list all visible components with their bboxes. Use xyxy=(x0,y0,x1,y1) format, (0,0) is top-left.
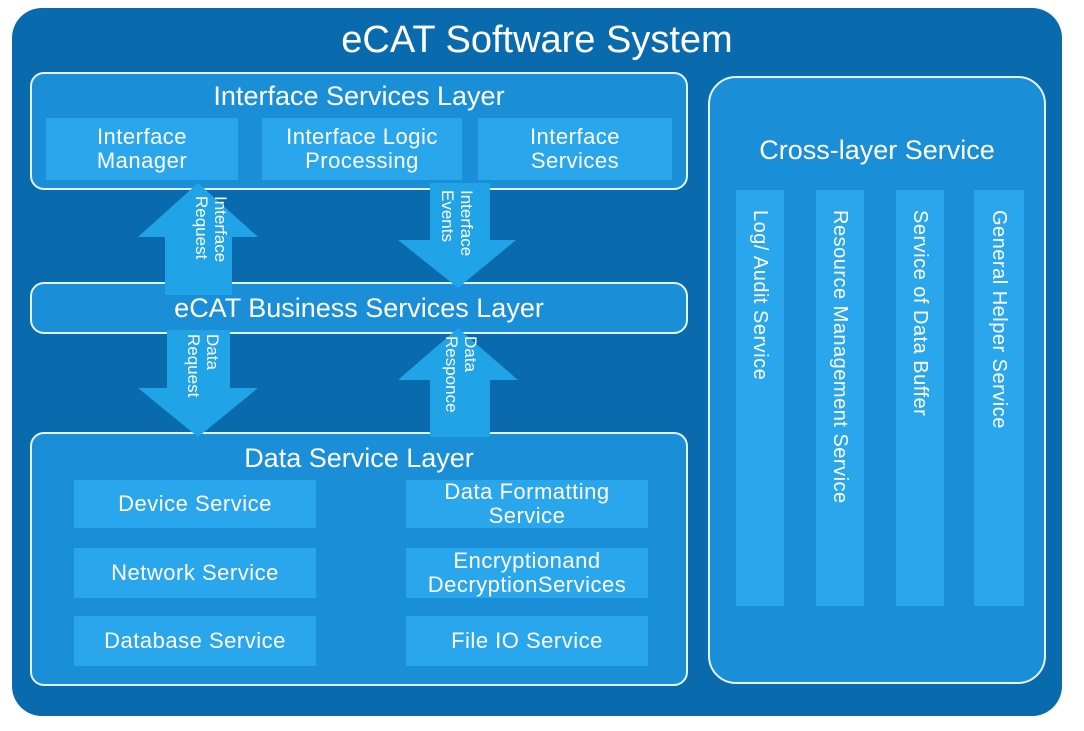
data-buffer-service-label: Service of Data Buffer xyxy=(909,210,931,417)
file-io-service-box: File IO Service xyxy=(406,616,648,666)
resource-management-service-label: Resource Management Service xyxy=(829,210,851,504)
data-responce-label: Data Responce xyxy=(442,336,480,413)
device-service-box: Device Service xyxy=(74,480,316,528)
data-layer-title: Data Service Layer xyxy=(244,443,474,473)
cross-layer-title: Cross-layer Service xyxy=(759,135,995,165)
database-service-box: Database Service xyxy=(74,616,316,666)
data-responce-arrow xyxy=(398,328,518,437)
data-request-arrow xyxy=(138,330,258,437)
business-services-layer xyxy=(30,282,688,334)
log-audit-service-label: Log/ Audit Service xyxy=(749,210,771,381)
interface-layer-title: Interface Services Layer xyxy=(213,81,505,111)
general-helper-service-box xyxy=(974,190,1024,606)
general-helper-service-label: General Helper Service xyxy=(988,210,1010,429)
log-audit-service-box xyxy=(736,190,784,606)
interface-events-label: Interface Events xyxy=(438,190,476,257)
data-buffer-service-box xyxy=(896,190,944,606)
interface-events-arrow xyxy=(398,183,516,288)
interface-request-label: Interface Request xyxy=(192,196,230,263)
resource-management-service-box xyxy=(816,190,864,606)
network-service-box: Network Service xyxy=(74,548,316,598)
interface-request-arrow xyxy=(138,183,258,295)
data-request-label: Data Request xyxy=(184,334,222,398)
system-title: eCAT Software System xyxy=(341,19,733,61)
business-layer-title: eCAT Business Services Layer xyxy=(174,293,544,323)
